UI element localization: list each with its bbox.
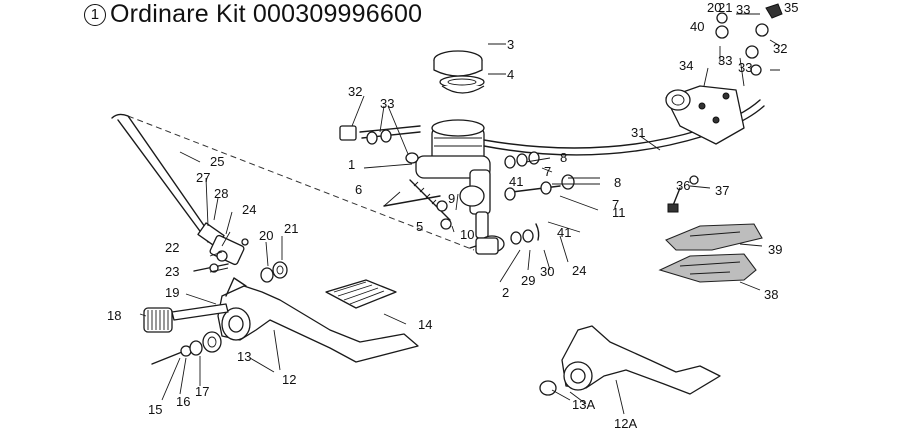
brake-pads-38-39 bbox=[658, 223, 763, 283]
part-label: 24 bbox=[572, 263, 586, 278]
part-label: 13 bbox=[237, 349, 251, 364]
leader-lines bbox=[139, 13, 781, 415]
part-label: 35 bbox=[784, 0, 798, 15]
bolt-22-23 bbox=[193, 263, 229, 273]
part-label: 24 bbox=[242, 202, 256, 217]
bolt-15-16-17-13 bbox=[151, 331, 222, 365]
pivot-18-19 bbox=[143, 303, 229, 333]
part-label: 12A bbox=[614, 416, 637, 431]
part-label: 2 bbox=[502, 285, 509, 300]
part-label: 8 bbox=[614, 175, 621, 190]
reservoir-cap-3-4 bbox=[433, 50, 485, 94]
brake-hose-31 bbox=[339, 99, 765, 164]
part-label: 32 bbox=[773, 41, 787, 56]
part-label: 4 bbox=[507, 67, 514, 82]
part-label: 12 bbox=[282, 372, 296, 387]
part-label: 14 bbox=[418, 317, 432, 332]
part-label: 34 bbox=[679, 58, 693, 73]
part-label: 15 bbox=[148, 402, 162, 417]
part-label: 20 bbox=[259, 228, 273, 243]
part-label: 28 bbox=[214, 186, 228, 201]
part-label: 1 bbox=[348, 157, 355, 172]
part-label: 33 bbox=[718, 53, 732, 68]
part-label: 29 bbox=[521, 273, 535, 288]
part-label: 3 bbox=[507, 37, 514, 52]
part-label: 21 bbox=[718, 0, 732, 15]
pushrod-5-6-11 bbox=[383, 151, 575, 255]
part-label: 5 bbox=[416, 219, 423, 234]
part-label: 23 bbox=[165, 264, 179, 279]
part-label: 7 bbox=[612, 197, 619, 212]
part-label: 21 bbox=[284, 221, 298, 236]
part-label: 22 bbox=[165, 240, 179, 255]
kit-marker-icon: 1 bbox=[84, 4, 106, 26]
part-label: 20 bbox=[707, 0, 721, 15]
part-label: 25 bbox=[210, 154, 224, 169]
part-label: 38 bbox=[764, 287, 778, 302]
part-label: 39 bbox=[768, 242, 782, 257]
part-label: 36 bbox=[676, 178, 690, 193]
part-label: 18 bbox=[107, 308, 121, 323]
part-label: 37 bbox=[715, 183, 729, 198]
washers-20-21 bbox=[260, 261, 288, 283]
part-label: 9 bbox=[448, 191, 455, 206]
rear-caliper-34 bbox=[665, 3, 783, 145]
part-label: 6 bbox=[355, 182, 362, 197]
master-cylinder bbox=[415, 119, 505, 253]
brake-lever-12A bbox=[539, 325, 721, 396]
title-text: Ordinare Kit 000309996600 bbox=[110, 0, 423, 28]
part-label: 27 bbox=[196, 170, 210, 185]
part-label: 40 bbox=[690, 19, 704, 34]
part-label: 8 bbox=[560, 150, 567, 165]
link-line bbox=[127, 115, 475, 251]
part-label: 19 bbox=[165, 285, 179, 300]
part-label: 17 bbox=[195, 384, 209, 399]
part-label: 10 bbox=[460, 227, 474, 242]
part-label: 31 bbox=[631, 125, 645, 140]
part-label: 33 bbox=[736, 2, 750, 17]
bolt-36-37 bbox=[667, 175, 699, 213]
pushrod-assembly bbox=[111, 113, 249, 266]
part-label: 33 bbox=[738, 60, 752, 75]
part-label: 33 bbox=[380, 96, 394, 111]
part-label: 30 bbox=[540, 264, 554, 279]
brake-lever-12 bbox=[217, 277, 419, 363]
part-label: 11 bbox=[612, 205, 626, 220]
part-label: 41 bbox=[509, 174, 523, 189]
part-label: 16 bbox=[176, 394, 190, 409]
part-label: 7 bbox=[544, 164, 551, 179]
pedal-rubber-14 bbox=[325, 279, 397, 309]
part-label: 32 bbox=[348, 84, 362, 99]
part-label: 13A bbox=[572, 397, 595, 412]
part-label: 41 bbox=[557, 225, 571, 240]
